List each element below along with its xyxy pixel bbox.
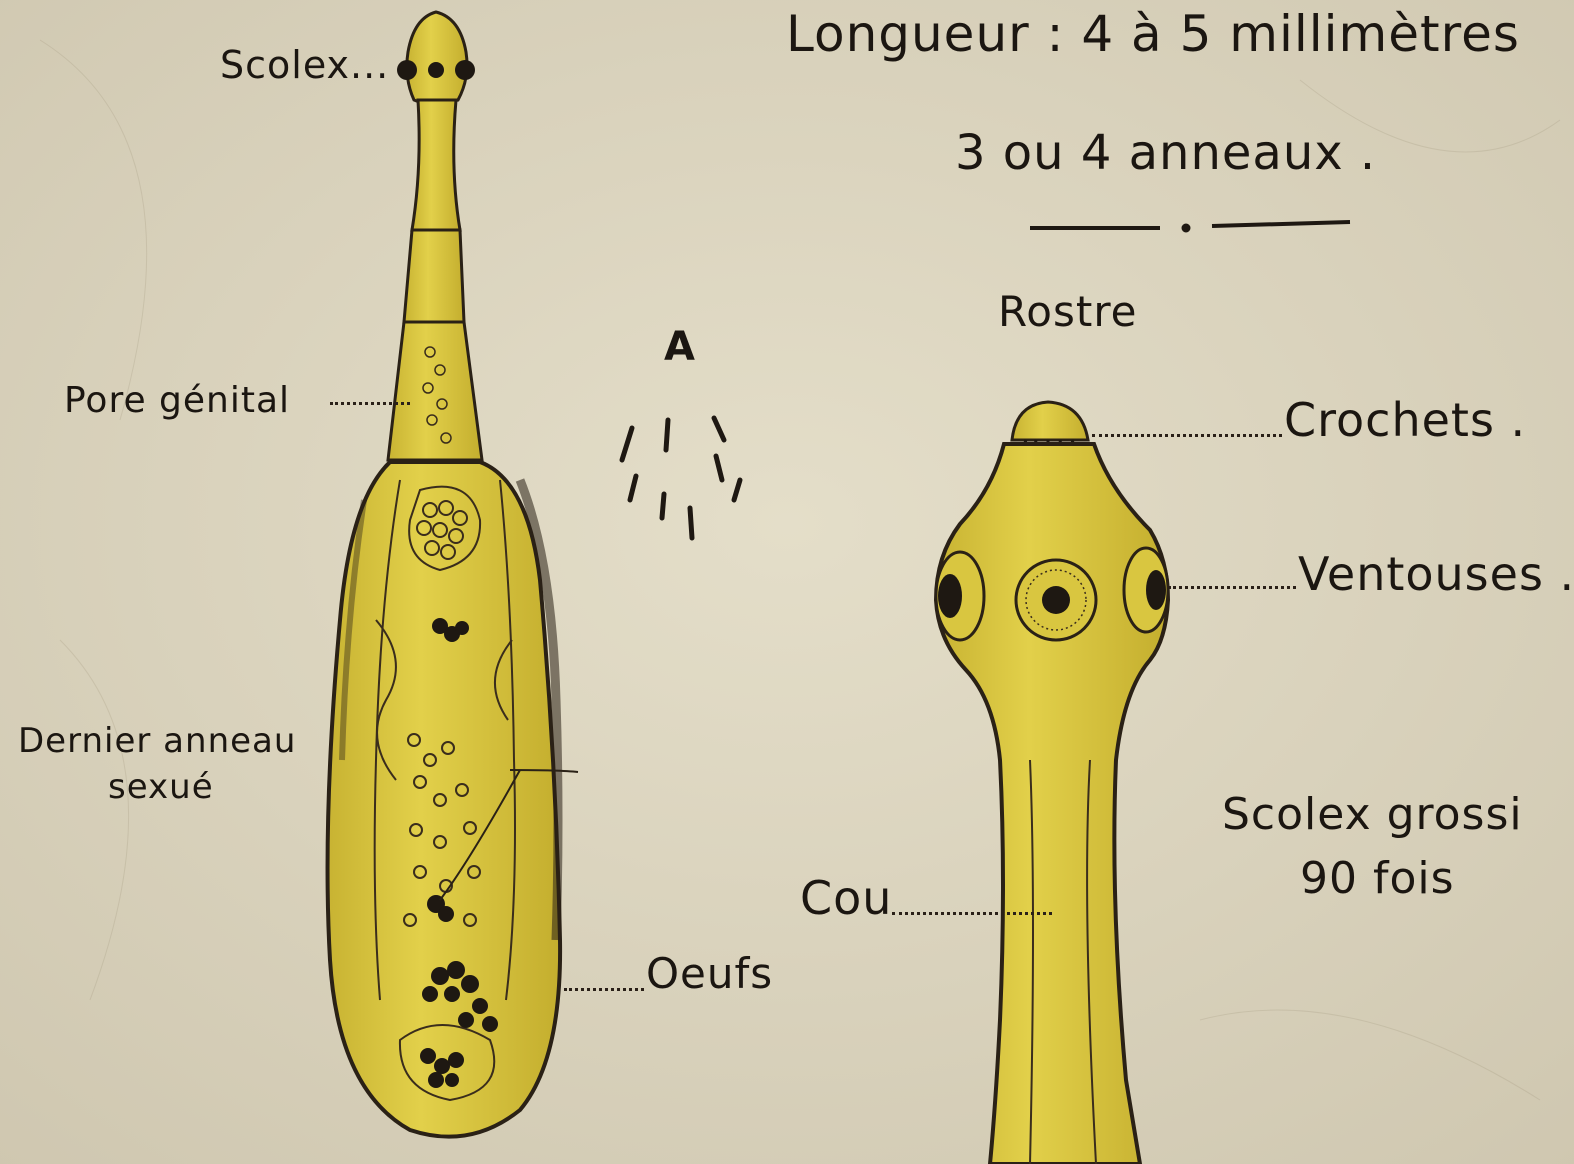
cou-leader — [892, 912, 1052, 915]
scolex-sucker-right — [1124, 548, 1168, 632]
worm-sucker-center — [428, 62, 444, 78]
figure-letter: A — [664, 326, 696, 368]
caption-line2: 90 fois — [1300, 856, 1455, 902]
scolex-sucker-left — [936, 552, 984, 640]
worm-segment-1 — [404, 230, 464, 322]
worm-sucker-left — [397, 60, 417, 80]
worm-last-segment — [328, 462, 561, 1137]
pore-genital-label: Pore génital — [64, 382, 290, 420]
last-segment-label-line2: sexué — [108, 770, 214, 806]
worm-neck — [412, 100, 460, 230]
cou-label: Cou — [800, 874, 892, 922]
scolex-sucker-center — [1016, 560, 1096, 640]
worm-sucker-right — [455, 60, 475, 80]
pore-genital-leader — [330, 402, 410, 405]
crochets-leader — [1092, 434, 1282, 437]
eggs-leader — [564, 988, 644, 991]
worm-segment-2 — [388, 322, 482, 460]
caption-line1: Scolex grossi — [1222, 792, 1523, 838]
last-segment-label-line1: Dernier anneau — [18, 724, 296, 760]
length-text: Longueur : 4 à 5 millimètres — [786, 8, 1520, 61]
ventouses-leader — [1168, 586, 1296, 589]
segments-text: 3 ou 4 anneaux . — [955, 128, 1376, 178]
rostre-label: Rostre — [998, 290, 1138, 334]
scolex-label: Scolex... — [220, 46, 389, 86]
ventouses-label: Ventouses . — [1298, 550, 1574, 598]
eggs-label: Oeufs — [646, 952, 773, 996]
crochets-label: Crochets . — [1284, 396, 1526, 444]
